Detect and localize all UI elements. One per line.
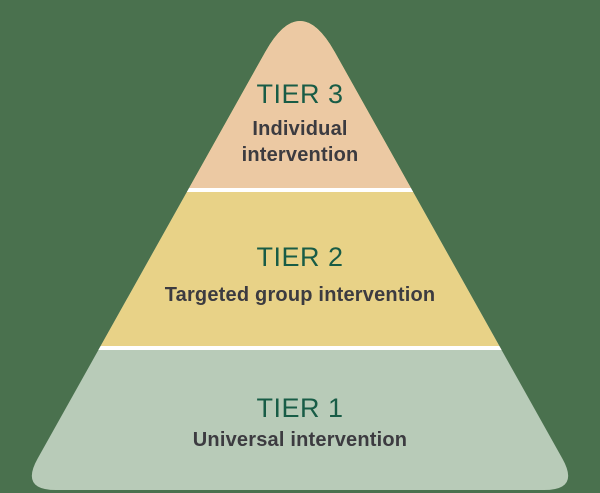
tier-3-description: Individual intervention [241,118,359,166]
tier-2-title: TIER 2 [256,242,344,272]
tier-divider-top [31,188,569,192]
tier-3-title: TIER 3 [256,79,344,109]
tier-1-description: Universal intervention [192,429,408,451]
tier-2-description: Targeted group intervention [164,284,436,306]
tier-divider-bottom [31,346,569,350]
tier-1-title: TIER 1 [256,393,344,423]
